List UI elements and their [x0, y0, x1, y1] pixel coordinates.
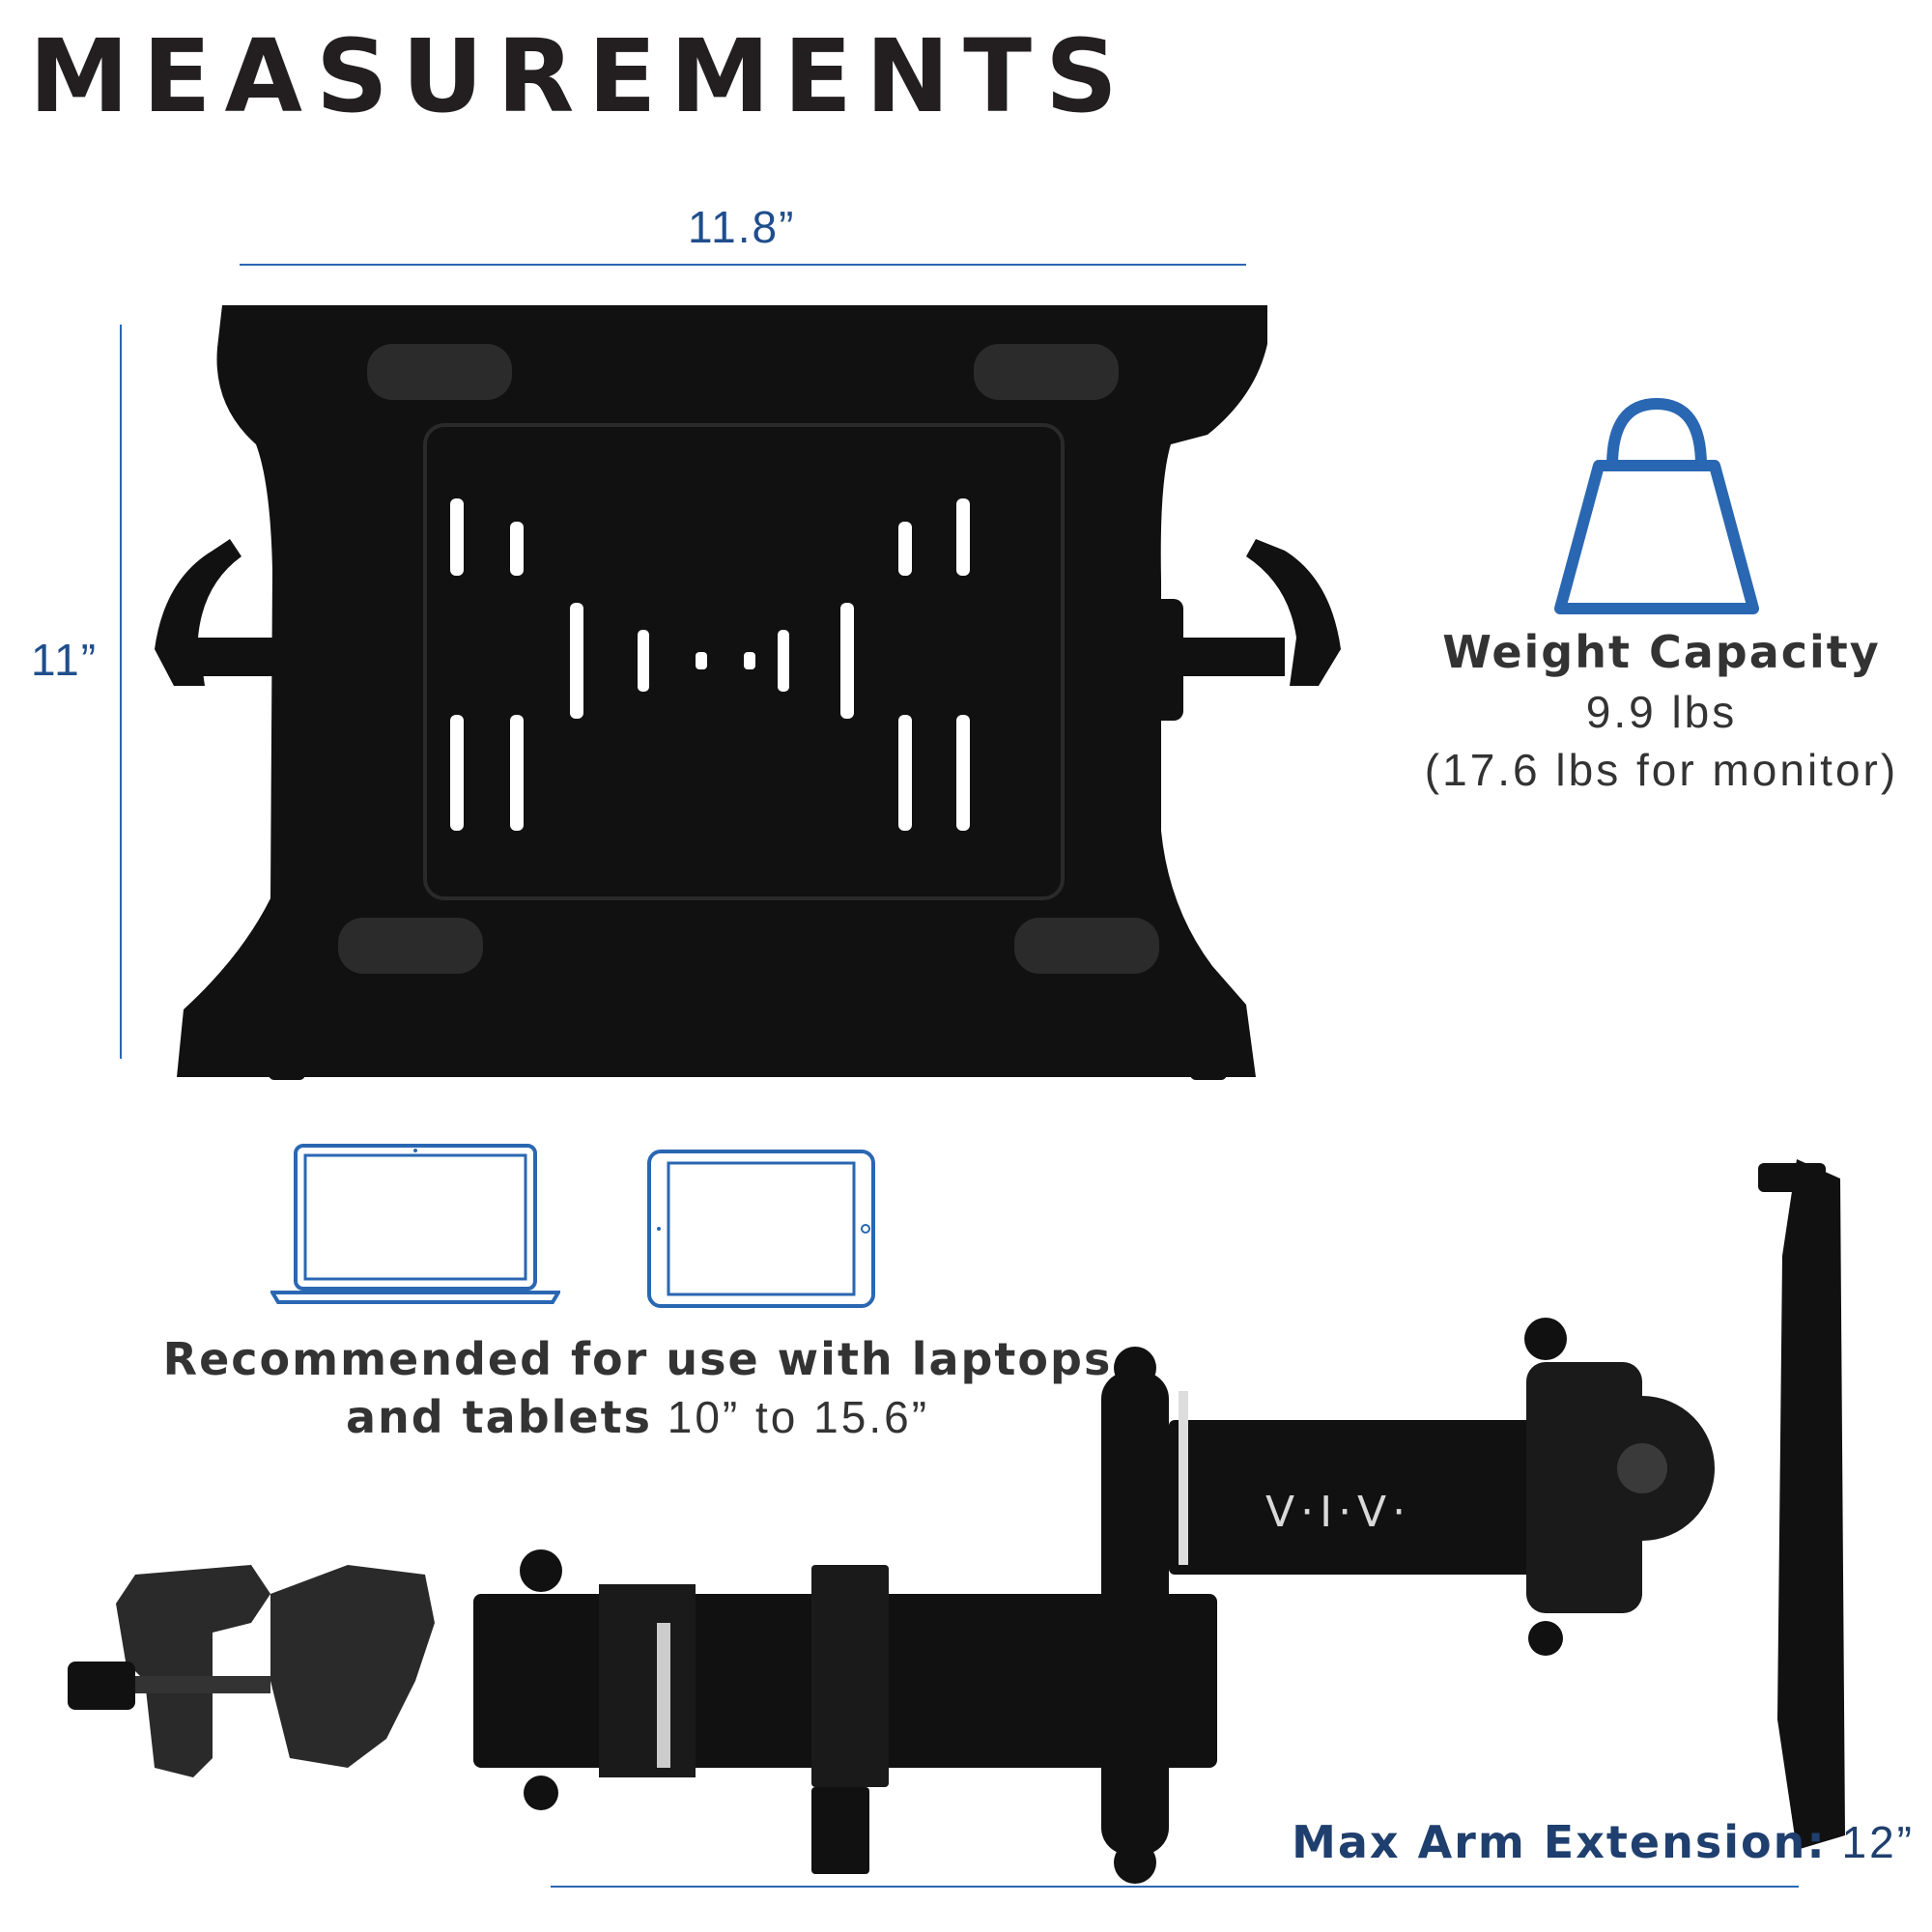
height-dimension-label: 11”	[31, 635, 99, 685]
page-title: MEASUREMENTS	[29, 17, 1131, 135]
tablet-icon	[647, 1150, 875, 1308]
max-arm-extension-label: Max Arm Extension:	[1292, 1816, 1827, 1868]
recommendation-size-range: 10” to 15.6”	[651, 1392, 930, 1442]
arm-image: V·I·V·	[68, 1159, 1845, 1884]
laptop-tray-image	[155, 305, 1341, 1080]
recommendation-bold: and tablets	[345, 1391, 652, 1443]
weight-capacity-title: Weight Capacity	[1442, 626, 1881, 678]
weight-capacity-value: 9.9 lbs	[1585, 687, 1738, 737]
max-arm-extension: Max Arm Extension: 12”	[1219, 1816, 1915, 1868]
weight-icon	[1554, 398, 1759, 614]
width-dimension-line	[240, 264, 1246, 266]
brand-logo: V·I·V·	[1265, 1488, 1411, 1537]
height-dimension-line	[120, 325, 122, 1059]
recommendation-text-line2: and tablets 10” to 15.6”	[77, 1391, 1198, 1443]
max-arm-dimension-line	[551, 1886, 1799, 1888]
width-dimension-label: 11.8”	[688, 202, 796, 252]
weight-capacity-monitor-value: (17.6 lbs for monitor)	[1424, 745, 1899, 795]
laptop-icon	[270, 1144, 560, 1304]
max-arm-extension-value: 12”	[1826, 1817, 1915, 1867]
recommendation-text: Recommended for use with laptops	[162, 1333, 1113, 1385]
